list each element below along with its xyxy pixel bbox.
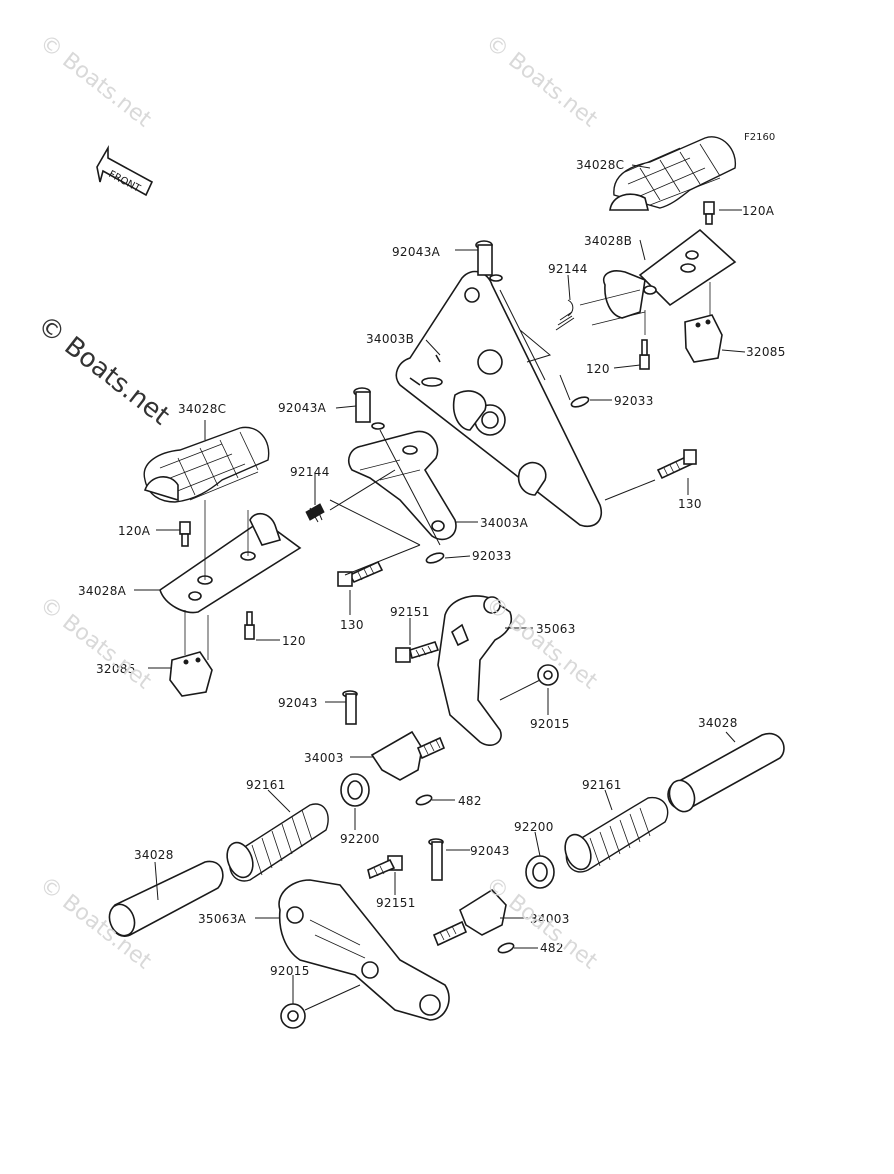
label-92144-mid: 92144 [290, 465, 330, 479]
part-34028B [579, 228, 737, 335]
front-arrow: FRONT [96, 145, 154, 197]
part-34028-left [108, 860, 224, 937]
part-32085-right [684, 314, 723, 363]
label-32085-right: 32085 [746, 345, 786, 359]
label-92015-right: 92015 [530, 717, 570, 731]
part-34028-right [667, 732, 785, 813]
label-32085-left: 32085 [96, 662, 136, 676]
part-35063A [278, 879, 450, 1021]
label-92144-top: 92144 [548, 262, 588, 276]
label-34028C-top: 34028C [576, 158, 625, 172]
part-34028C-top [609, 136, 736, 211]
label-34028B: 34028B [584, 234, 633, 248]
bolt-130-left [337, 560, 384, 587]
label-92151-top: 92151 [390, 605, 430, 619]
clip-92033-top [570, 396, 590, 408]
label-130-right: 130 [678, 497, 702, 511]
part-34003-bottom [432, 888, 507, 947]
spring-92144-mid [305, 503, 325, 523]
label-35063A: 35063A [198, 912, 247, 926]
bolt-120A-top [703, 201, 715, 225]
diagram-code: F2160 [744, 132, 776, 143]
part-34028A [159, 500, 302, 660]
clip-482-top [415, 794, 433, 806]
label-482-top: 482 [458, 794, 482, 808]
label-34003B: 34003B [366, 332, 415, 346]
label-92043A-top: 92043A [392, 245, 441, 259]
nut-92015-right [537, 664, 559, 686]
pin-92043-top [342, 690, 358, 725]
pin-92043A-top [475, 240, 503, 282]
part-92161-left [226, 803, 329, 882]
label-92033-mid: 92033 [472, 549, 512, 563]
washer-92200-right [525, 855, 555, 889]
pin-92043-bottom [428, 838, 444, 881]
label-34028-left: 34028 [134, 848, 174, 862]
label-92043A-mid: 92043A [278, 401, 327, 415]
label-120A-left: 120A [118, 524, 151, 538]
label-34003-top: 34003 [304, 751, 344, 765]
part-34003-top [370, 730, 446, 781]
bolt-92151-bottom [367, 855, 403, 880]
clip-482-bottom [497, 942, 515, 954]
label-92200-right: 92200 [514, 820, 554, 834]
label-34028-right: 34028 [698, 716, 738, 730]
label-92043-top: 92043 [278, 696, 318, 710]
label-120-left: 120 [282, 634, 306, 648]
label-34003A: 34003A [480, 516, 529, 530]
label-leaders [134, 164, 746, 1004]
label-92033-top: 92033 [614, 394, 654, 408]
label-92161-left: 92161 [246, 778, 286, 792]
part-92161-right [564, 796, 669, 873]
part-35063 [437, 595, 513, 746]
label-35063: 35063 [536, 622, 576, 636]
bolt-120-left [244, 611, 255, 640]
label-482-bottom: 482 [540, 941, 564, 955]
label-34003-bottom: 34003 [530, 912, 570, 926]
bolt-92151-top [395, 641, 440, 663]
part-34003B [395, 270, 602, 527]
leader-lines-35063 [499, 679, 541, 701]
label-92151-bottom: 92151 [376, 896, 416, 910]
leader-lines-35063A [304, 984, 361, 1011]
bolt-130-right [656, 449, 697, 480]
part-34028C-left [143, 426, 270, 503]
nut-92015-left [280, 1003, 306, 1029]
label-34028C-left: 34028C [178, 402, 227, 416]
pin-92043A-mid [353, 387, 385, 430]
part-32085-left [169, 651, 213, 697]
leader-lines-arm [329, 429, 441, 576]
part-34003A [348, 430, 457, 541]
bolt-120A-left [179, 521, 191, 547]
bolt-120-top [639, 339, 650, 370]
washer-92200-left [340, 773, 370, 807]
label-120-top: 120 [586, 362, 610, 376]
spring-92144-top [555, 299, 575, 331]
label-92015-left: 92015 [270, 964, 310, 978]
label-34028A: 34028A [78, 584, 127, 598]
label-92200-left: 92200 [340, 832, 380, 846]
clip-92033-mid [425, 552, 445, 564]
label-130-left: 130 [340, 618, 364, 632]
label-92043-bottom: 92043 [470, 844, 510, 858]
leader-lines-bracket [499, 289, 656, 501]
label-92161-right: 92161 [582, 778, 622, 792]
label-120A-top: 120A [742, 204, 775, 218]
